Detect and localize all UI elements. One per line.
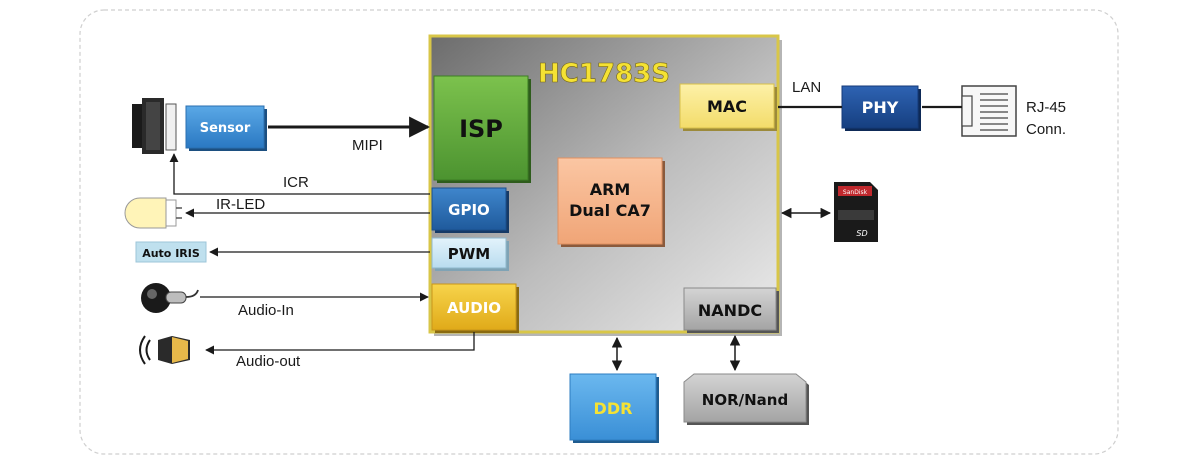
rj45-connector-icon — [961, 85, 1017, 137]
phy-block: PHY — [841, 85, 921, 131]
ddr-label: DDR — [594, 399, 633, 418]
gpio-label: GPIO — [448, 201, 490, 219]
isp-block: ISP — [433, 75, 531, 183]
svg-text:SD: SD — [856, 229, 867, 238]
outer-frame — [79, 9, 1119, 455]
lan-label: LAN — [792, 79, 821, 96]
audio-out-label: Audio-out — [236, 353, 301, 370]
audio-in-label: Audio-In — [238, 302, 294, 319]
sensor-block: Sensor — [185, 105, 267, 151]
nor-nand-label: NOR/Nand — [702, 391, 788, 409]
rj45-label-line2: Conn. — [1026, 121, 1066, 138]
ir-led-label: IR-LED — [216, 196, 265, 213]
gpio-block: GPIO — [431, 187, 509, 233]
auto-iris-label: Auto IRIS — [142, 247, 200, 260]
mac-block: MAC — [679, 83, 777, 131]
arm-core-line2: Dual CA7 — [569, 201, 651, 220]
audio-out-line — [205, 332, 475, 355]
audio-block: AUDIO — [431, 283, 519, 333]
ddr-block: DDR — [569, 373, 659, 443]
audio-label: AUDIO — [447, 299, 501, 317]
camera-lens-icon — [132, 98, 177, 154]
ir-led-icon — [124, 197, 182, 229]
phy-label: PHY — [862, 98, 899, 117]
rj45-label-line1: RJ-45 — [1026, 99, 1066, 116]
svg-text:SanDisk: SanDisk — [843, 189, 868, 196]
nor-nand-block: NOR/Nand — [683, 373, 809, 425]
arm-core-line1: ARM — [590, 180, 631, 199]
arm-core-block: ARM Dual CA7 — [557, 157, 665, 247]
icr-label: ICR — [283, 174, 309, 191]
microphone-icon — [141, 283, 199, 313]
pwm-block: PWM — [431, 237, 509, 271]
mac-label: MAC — [707, 97, 747, 116]
connections — [169, 105, 962, 372]
icr-line — [169, 153, 430, 195]
sd-card-icon: SanDisk SD — [834, 182, 878, 242]
nandc-block: NANDC — [683, 287, 779, 333]
sensor-label: Sensor — [200, 121, 251, 136]
speaker-icon — [139, 335, 190, 365]
mipi-label: MIPI — [352, 137, 383, 154]
nandc-label: NANDC — [698, 301, 762, 320]
isp-label: ISP — [459, 115, 503, 143]
chip-title: HC1783S — [538, 59, 670, 89]
auto-iris-block: Auto IRIS — [135, 241, 207, 263]
pwm-label: PWM — [448, 245, 490, 263]
